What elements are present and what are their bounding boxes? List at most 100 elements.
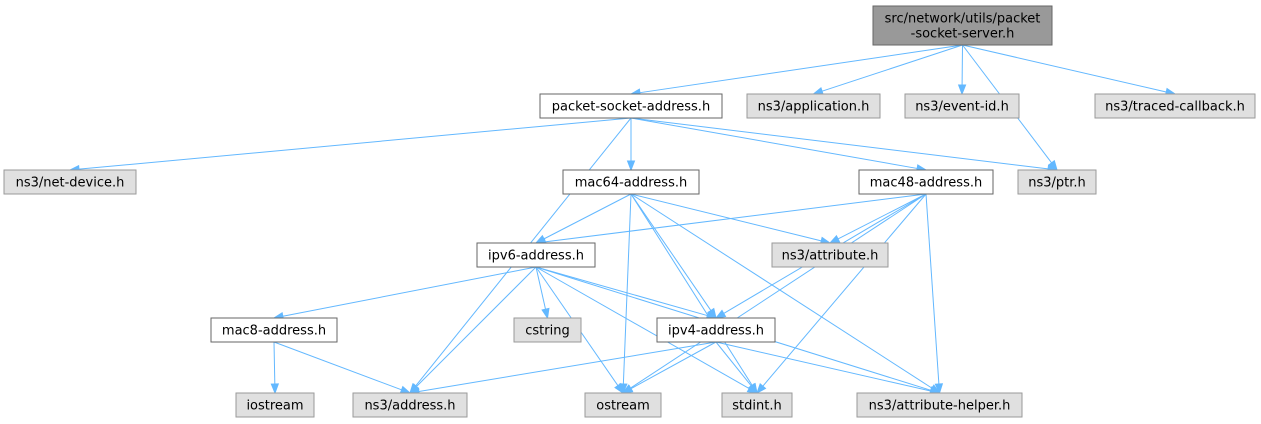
edge-arrowhead [621, 384, 634, 394]
edge-line [630, 193, 753, 386]
node-label: mac48-address.h [870, 176, 982, 191]
node-mac48-address-h[interactable]: mac48-address.h [858, 169, 994, 195]
node-box [352, 392, 468, 418]
edge-psaddr-to-ptr [630, 117, 1059, 174]
edge-line [273, 341, 276, 385]
node-stdint-h: stdint.h [721, 392, 793, 418]
node-label: mac64-address.h [575, 176, 687, 191]
node-label: ipv4-address.h [668, 324, 764, 339]
node-cstring: cstring [513, 317, 582, 343]
node-label: ns3/attribute-helper.h [869, 399, 1011, 414]
node-ns3-traced-callback-h: ns3/traced-callback.h [1094, 93, 1256, 119]
node-mac8-address-h[interactable]: mac8-address.h [210, 317, 338, 343]
node-ipv6-address-h[interactable]: ipv6-address.h [476, 242, 596, 268]
edge-line [535, 266, 750, 389]
node-box [872, 5, 1053, 46]
node-box[interactable] [210, 317, 338, 343]
node-box [235, 392, 315, 418]
edge-line [273, 341, 402, 391]
edge-line [837, 193, 927, 240]
node-packet-socket-address-h[interactable]: packet-socket-address.h [539, 93, 723, 119]
node-label: ostream [596, 399, 650, 414]
node-box[interactable] [562, 169, 700, 195]
edge-root-to-psaddr [629, 44, 963, 97]
edge-arrowhead [541, 307, 550, 320]
edge-line [925, 193, 940, 385]
edge-line [630, 341, 717, 390]
node-box [1017, 169, 1097, 195]
node-label: ns3/event-id.h [915, 100, 1009, 115]
node-box [513, 317, 582, 343]
node-label: -socket-server.h [911, 27, 1015, 42]
edge-arrowhead [626, 160, 636, 172]
edge-root-to-evid [957, 44, 967, 96]
edge-line [622, 193, 632, 385]
node-box [904, 93, 1020, 119]
node-iostream: iostream [235, 392, 315, 418]
node-label: ns3/address.h [364, 399, 455, 414]
edge-line [715, 341, 752, 387]
node-label: src/network/utils/packet [885, 12, 1041, 27]
edge-line [962, 44, 1167, 93]
edge-arrowhead [756, 383, 767, 395]
node-src-network-utils-packet-socket-server-h: src/network/utils/packet-socket-server.h [872, 5, 1053, 46]
node-label: ns3/application.h [758, 100, 870, 115]
edge-mac48-to-ostream [621, 193, 927, 394]
edge-arrowhead [828, 234, 841, 244]
edge-line [630, 193, 933, 389]
edge-line [416, 266, 537, 387]
edge-line [535, 266, 708, 317]
edge-mac64-to-ipv4 [630, 193, 717, 320]
node-box [746, 93, 881, 119]
node-box [721, 392, 793, 418]
node-label: ns3/attribute.h [782, 249, 879, 264]
edge-mac8-to-iostream [270, 341, 280, 395]
edge-arrowhead [714, 309, 727, 319]
node-box [1094, 93, 1256, 119]
node-label: packet-socket-address.h [552, 100, 710, 115]
edge-ipv6-to-cstring [535, 266, 550, 320]
edge-line [544, 193, 927, 243]
edge-psaddr-to-mac48 [630, 117, 928, 173]
node-ns3-ptr-h: ns3/ptr.h [1017, 169, 1097, 195]
edge-line [762, 193, 927, 387]
node-box[interactable] [476, 242, 596, 268]
edge-root-to-app [812, 44, 963, 96]
edge-mac8-to-address [273, 341, 412, 394]
node-label: ipv6-address.h [488, 249, 584, 264]
node-ns3-attribute-helper-h: ns3/attribute-helper.h [856, 392, 1023, 418]
node-box[interactable] [858, 169, 994, 195]
edge-line [78, 117, 632, 170]
node-box[interactable] [656, 317, 776, 343]
node-ns3-attribute-h: ns3/attribute.h [771, 242, 889, 268]
edge-arrowhead [399, 385, 412, 394]
node-label: cstring [525, 324, 569, 339]
edge-line [630, 193, 822, 242]
node-box [771, 242, 889, 268]
node-label: stdint.h [732, 399, 781, 414]
edge-ipv4-to-address [408, 341, 717, 396]
edge-arrowhead [934, 383, 944, 395]
edge-line [282, 266, 537, 317]
node-ns3-net-device-h: ns3/net-device.h [3, 169, 137, 195]
node-box [584, 392, 662, 418]
edge-ipv4-to-stdint [715, 341, 758, 395]
node-label: ns3/net-device.h [16, 176, 125, 191]
node-label: ns3/ptr.h [1028, 176, 1086, 191]
edge-line [630, 117, 918, 169]
edge-arrowhead [270, 383, 280, 395]
edge-psaddr-to-mac64 [626, 118, 636, 172]
edge-line [535, 266, 547, 310]
edge-psaddr-to-netdev [68, 117, 632, 174]
edge-arrowhead [614, 382, 624, 395]
edge-ipv4-to-ostream [621, 341, 717, 394]
node-box[interactable] [539, 93, 723, 119]
edge-mac48-to-attr [828, 193, 927, 244]
node-box [3, 169, 137, 195]
edge-line [543, 193, 632, 240]
node-label: mac8-address.h [222, 324, 326, 339]
edge-line [630, 117, 1049, 170]
node-ipv4-address-h[interactable]: ipv4-address.h [656, 317, 776, 343]
node-label: iostream [246, 399, 303, 414]
node-mac64-address-h[interactable]: mac64-address.h [562, 169, 700, 195]
